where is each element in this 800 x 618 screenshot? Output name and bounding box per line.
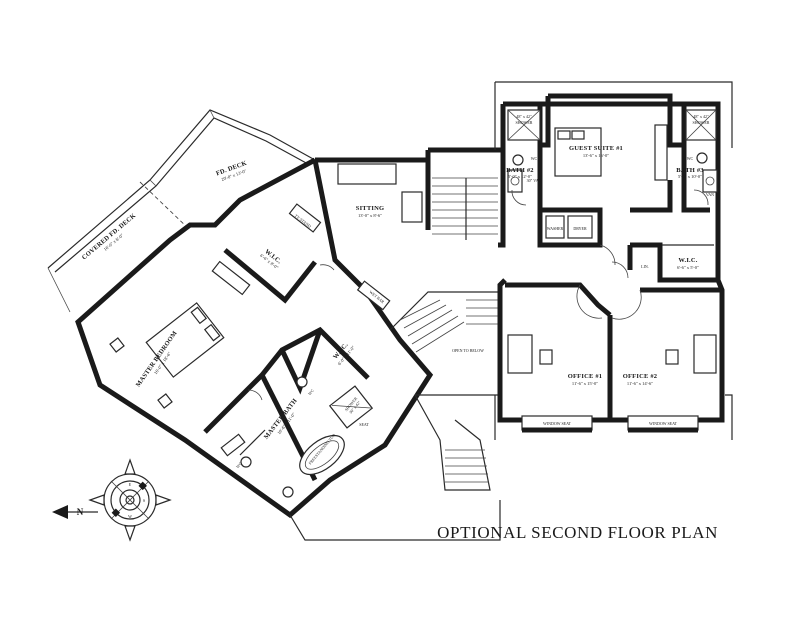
compass-letter-w: W: [128, 514, 132, 519]
label-van-left: 30" VAN: [527, 178, 542, 183]
east-wing-exterior-wall: [497, 101, 725, 423]
dim-office1: 11'-6" x 15'-0": [572, 381, 598, 386]
tv-stand-cabinet: [288, 203, 322, 233]
dryer-unit: [567, 215, 593, 239]
label-seat: SEAT: [359, 422, 369, 427]
door-swing: [611, 261, 629, 279]
room-labels: FD. DECK 20'-0" x 13'-0" COVERED FD. DEC…: [81, 114, 714, 469]
west-wing-exterior-wall: [75, 157, 434, 519]
bed: [145, 302, 225, 378]
closet-guest: [654, 124, 668, 181]
wet-bar-counter: [356, 280, 391, 311]
dim-bath3: 5'-0" x 10'-0": [678, 174, 702, 179]
east-wing: [494, 81, 733, 440]
office-walls: [505, 282, 612, 317]
label-shower-left: SHOWER: [516, 120, 533, 125]
label-shower-right: SHOWER: [693, 120, 710, 125]
door-swing: [319, 264, 335, 271]
label-office2: OFFICE #2: [623, 373, 657, 380]
label-open-below-1: OPEN TO BELOW: [452, 348, 484, 353]
label-wc-left: WC: [531, 156, 538, 161]
label-guest-suite: GUEST SUITE #1: [569, 145, 623, 152]
compass-letter-s: S: [143, 498, 145, 503]
vanity: [702, 169, 718, 193]
nightstand: [109, 337, 125, 353]
north-arrow: N: [52, 505, 98, 519]
label-window-seat-2: WINDOW SEAT: [649, 421, 678, 426]
label-office1: OFFICE #1: [568, 373, 602, 380]
door-swing: [611, 289, 642, 320]
door-swing: [247, 389, 263, 401]
vanity: [220, 433, 246, 457]
pillow: [190, 306, 208, 325]
freestanding-tub: [299, 434, 345, 476]
stair-enclosure: [428, 147, 506, 248]
label-covered-deck: COVERED FD. DECK: [81, 212, 138, 261]
dim-wic-right: 6'-6" x 5'-0": [677, 265, 699, 270]
label-window-seat-1: WINDOW SEAT: [543, 421, 572, 426]
roof-line: [495, 81, 733, 148]
master-wic-wall: [223, 248, 317, 304]
exterior-stair-treads: [445, 449, 489, 483]
guest-suite-walls: [548, 93, 684, 148]
west-wing: [47, 109, 501, 541]
washer: [545, 215, 565, 239]
dim-shower-right: 48" x 42": [693, 114, 709, 119]
chair-office1: [539, 349, 553, 365]
dim-office2: 11'-6" x 14'-6": [627, 381, 653, 386]
nightstand: [157, 393, 173, 409]
label-wc-right: WC: [687, 156, 694, 161]
label-bath3: BATH #3: [676, 167, 704, 174]
pillow: [557, 130, 571, 140]
toilet: [512, 154, 524, 166]
sofa: [337, 163, 397, 185]
desk-office2: [693, 334, 717, 374]
plan-title: OPTIONAL SECOND FLOOR PLAN: [437, 523, 718, 542]
dim-shower-left: 48" x 42": [516, 114, 532, 119]
toilet: [696, 152, 708, 164]
open-stair-treads: [399, 299, 500, 353]
toilet: [240, 456, 252, 468]
label-dryer: DRYER: [573, 226, 587, 231]
armchair: [401, 191, 423, 223]
compass-letter-e: E: [129, 482, 132, 487]
label-bath2: BATH #2: [506, 167, 533, 174]
label-sitting: SITTING: [356, 205, 385, 212]
exterior-stair-rail: [414, 394, 491, 491]
dresser: [211, 260, 251, 296]
label-lin: LIN.: [641, 264, 649, 269]
vanity: [507, 169, 523, 193]
pillow: [203, 323, 221, 342]
desk-office1: [507, 334, 533, 374]
interior-stair: [432, 177, 498, 240]
label-wic-right: W.I.C.: [678, 257, 697, 264]
toilet: [282, 486, 294, 498]
door-swing: [576, 284, 603, 319]
door-swing: [693, 189, 709, 206]
north-label: N: [77, 507, 84, 517]
dim-guest-suite: 13'-6" x 16'-0": [583, 153, 609, 158]
pillow: [571, 130, 585, 140]
dim-sitting: 13'-0" x 8'-6": [358, 213, 382, 218]
door-swing: [511, 189, 527, 206]
toilet: [296, 376, 308, 388]
label-van-right: VAN: [706, 192, 714, 197]
door-swing: [599, 244, 616, 266]
open-to-below-rail: [389, 291, 501, 396]
label-wc-mb1: WC: [307, 388, 315, 396]
label-wc-mb2: WC: [235, 461, 243, 469]
chair-office2: [665, 349, 679, 365]
sitting-north-wall: [315, 150, 431, 163]
label-washer: WASHER: [547, 226, 564, 231]
dim-bath2: 5'-0" x 12'-0": [508, 174, 532, 179]
compass-rose: E S W: [88, 458, 172, 542]
deck-divider: [139, 181, 191, 231]
